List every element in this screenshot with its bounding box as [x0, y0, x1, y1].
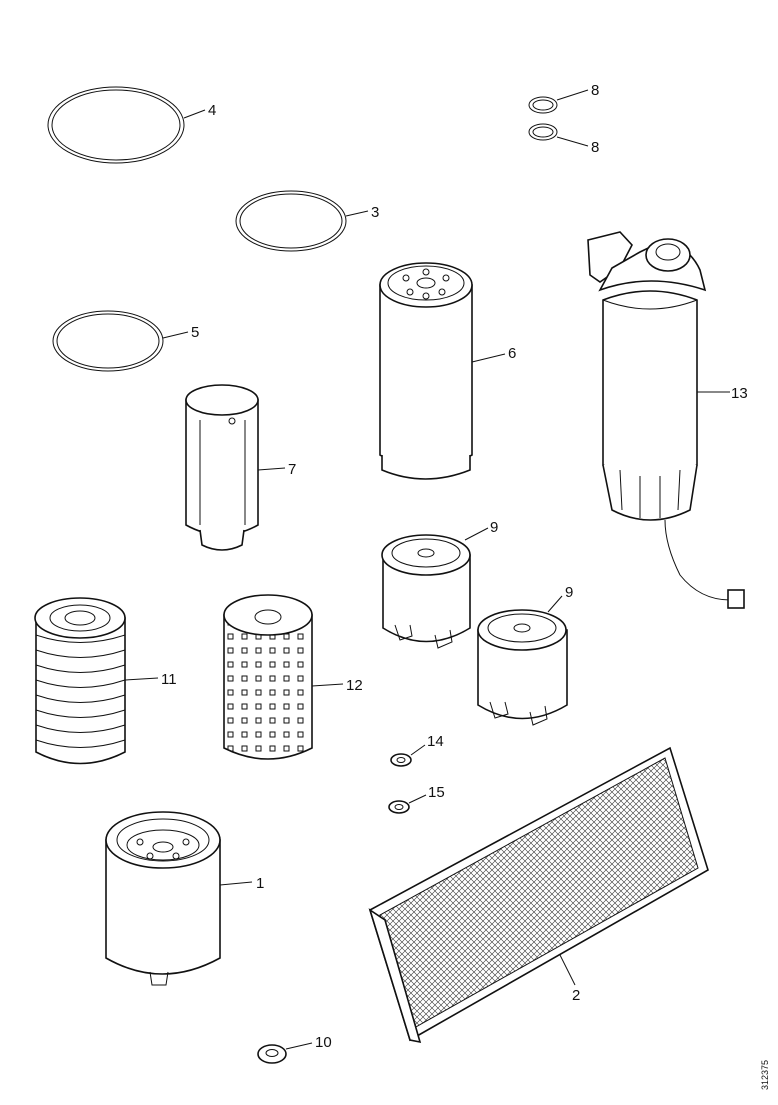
part-4-label: 4 — [208, 102, 216, 119]
part-6-spin-on-filter — [379, 262, 506, 480]
part-14-label: 14 — [427, 733, 444, 750]
part-13-label: 13 — [731, 385, 748, 402]
part-6-label: 6 — [508, 345, 516, 362]
part-8a-label: 8 — [591, 82, 599, 99]
part-9b-spin-on-filter — [477, 595, 568, 726]
part-11-pleated-filter-element — [34, 597, 159, 765]
part-11-label: 11 — [161, 671, 177, 688]
part-9b-label: 9 — [565, 584, 573, 601]
part-1-label: 1 — [256, 875, 264, 892]
part-9a-label: 9 — [490, 519, 498, 536]
part-10-label: 10 — [315, 1034, 332, 1051]
part-10-sealing-washer — [257, 1042, 313, 1064]
part-8b-label: 8 — [591, 139, 599, 156]
part-4-o-ring — [47, 86, 206, 164]
part-2-cabin-air-filter — [368, 746, 709, 1044]
part-7-filter-insert — [185, 384, 286, 551]
part-3-o-ring — [235, 190, 369, 252]
part-2-label: 2 — [572, 987, 580, 1004]
part-7-label: 7 — [288, 461, 296, 478]
part-9a-spin-on-filter — [381, 527, 489, 649]
part-3-label: 3 — [371, 204, 379, 221]
part-15-label: 15 — [428, 784, 445, 801]
part-5-label: 5 — [191, 324, 199, 341]
part-12-perforated-filter-element — [223, 594, 344, 760]
part-5-o-ring — [52, 310, 189, 372]
part-8b-seal-ring — [528, 123, 589, 147]
part-1-spin-on-filter — [105, 811, 253, 986]
part-12-label: 12 — [346, 677, 363, 694]
drawing-code: 312375 — [760, 1060, 770, 1090]
part-8a-seal-ring — [528, 89, 589, 114]
part-14-sealing-washer — [390, 744, 426, 767]
part-13-fuel-filter-housing — [587, 231, 745, 609]
part-15-sealing-washer — [388, 794, 427, 814]
